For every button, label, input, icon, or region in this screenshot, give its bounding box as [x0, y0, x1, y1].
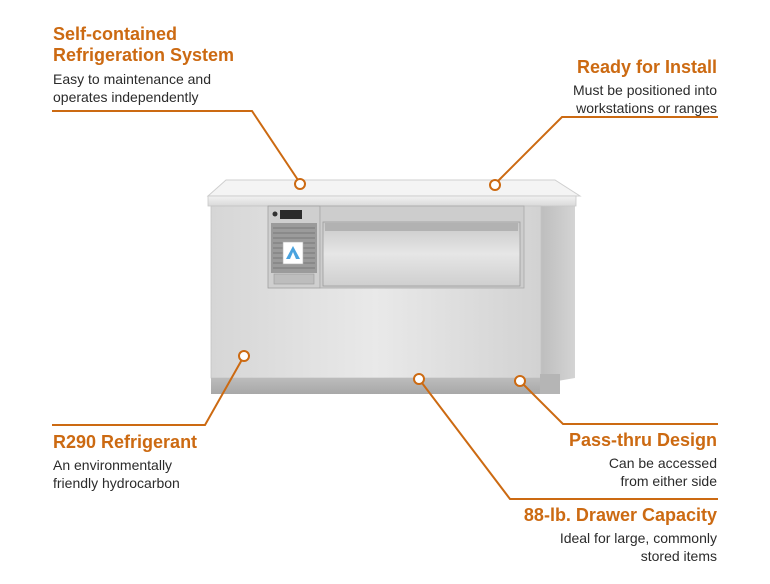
marker-dot-r290: [238, 350, 250, 362]
drawer: [319, 205, 525, 289]
leader-line-ready-install: [494, 116, 718, 185]
callout-description: stored items: [640, 548, 717, 564]
callout-r290-refrigerant: R290 Refrigerant An environmentally frie…: [53, 432, 197, 492]
callout-description: Must be positioned into: [573, 82, 717, 98]
leader-line-drawer-capacity: [418, 378, 718, 500]
leader-line-pass-thru: [519, 380, 718, 425]
callout-description: operates independently: [53, 89, 199, 105]
callout-description: Can be accessed: [608, 455, 717, 471]
callout-title: 88-lb. Drawer Capacity: [523, 505, 717, 525]
refrigeration-unit: [267, 205, 321, 289]
callout-title: R290 Refrigerant: [53, 432, 198, 452]
marker-dot-self-contained: [294, 178, 306, 190]
callout-title: Refrigeration System: [53, 45, 235, 65]
control-display: [272, 210, 302, 219]
cabinet-base: [211, 374, 560, 394]
callout-title: Pass-thru Design: [568, 430, 717, 450]
cabinet-right-side: [540, 196, 575, 384]
callout-description: workstations or ranges: [576, 100, 717, 116]
callout-title: Ready for Install: [576, 57, 717, 77]
callout-pass-thru-design: Pass-thru Design Can be accessed from ei…: [569, 430, 717, 490]
callout-description: Ideal for large, commonly: [559, 530, 717, 546]
callout-description: Easy to maintenance and: [53, 71, 211, 87]
callout-description: friendly hydrocarbon: [53, 475, 180, 491]
cabinet-countertop: [206, 179, 582, 207]
callout-description: from either side: [620, 473, 717, 489]
callout-title: Self-contained: [53, 24, 178, 44]
callout-self-contained: Self-contained Refrigeration System Easy…: [53, 24, 234, 106]
callout-drawer-capacity: 88-lb. Drawer Capacity Ideal for large, …: [524, 505, 717, 565]
triangle-logo-icon: [282, 241, 304, 265]
marker-dot-pass-thru: [514, 375, 526, 387]
callout-description: An environmentally: [53, 457, 173, 473]
leader-line-self-contained: [52, 110, 301, 184]
leader-line-r290: [52, 355, 245, 426]
marker-dot-drawer-capacity: [413, 373, 425, 385]
callout-ready-for-install: Ready for Install Must be positioned int…: [573, 57, 717, 117]
marker-dot-ready-install: [489, 179, 501, 191]
